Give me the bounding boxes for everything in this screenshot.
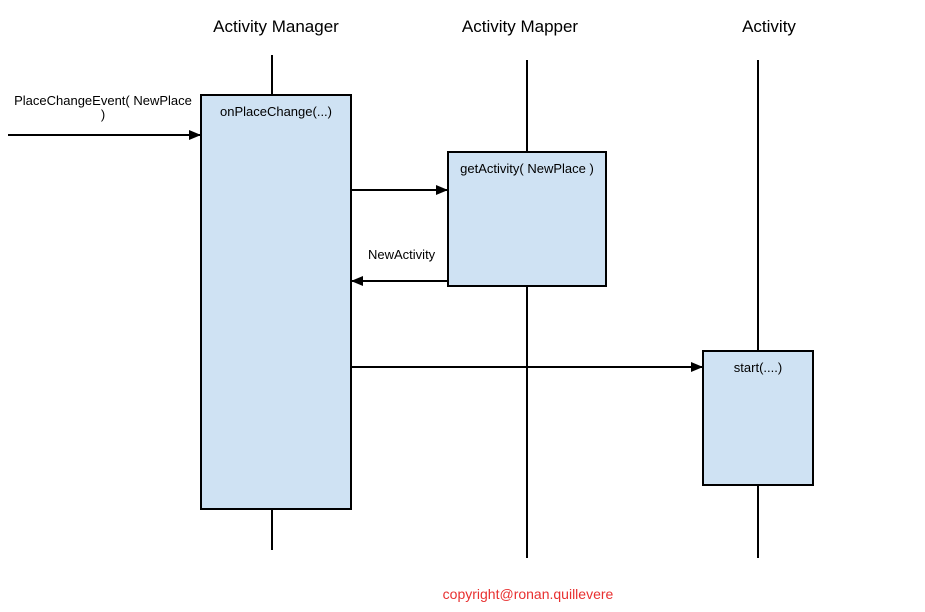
participant-title-activity-mapper: Activity Mapper	[461, 17, 579, 36]
lifeline-activity-mapper	[526, 60, 528, 558]
arrowhead-right-icon	[189, 130, 201, 140]
message-label-newactivity: NewActivity	[368, 247, 436, 262]
message-label-line2: )	[100, 107, 106, 122]
activation-label-getactivity: getActivity( NewPlace )	[460, 161, 594, 176]
message-arrow-start	[352, 362, 703, 372]
message-arrow-getactivity	[352, 185, 448, 195]
arrowhead-right-icon	[691, 362, 703, 372]
message-arrow-newactivity	[351, 276, 447, 286]
message-arrow-placechangeevent	[8, 130, 201, 140]
activation-label-start: start(....)	[733, 360, 783, 375]
activation-box-onplacechange: onPlaceChange(...)	[200, 94, 352, 510]
copyright-text: copyright@ronan.quillevere	[442, 586, 614, 602]
activation-box-getactivity: getActivity( NewPlace )	[447, 151, 607, 287]
activation-box-start: start(....)	[702, 350, 814, 486]
participant-title-activity: Activity	[742, 17, 796, 36]
arrowhead-right-icon	[436, 185, 448, 195]
arrowhead-left-icon	[351, 276, 363, 286]
activation-label-onplacechange: onPlaceChange(...)	[219, 104, 332, 119]
participant-title-activity-manager: Activity Manager	[213, 17, 339, 36]
message-label-line1: PlaceChangeEvent( NewPlace	[14, 93, 192, 108]
message-label-placechangeevent: PlaceChangeEvent( NewPlace )	[8, 94, 198, 122]
lifeline-activity	[757, 60, 759, 558]
